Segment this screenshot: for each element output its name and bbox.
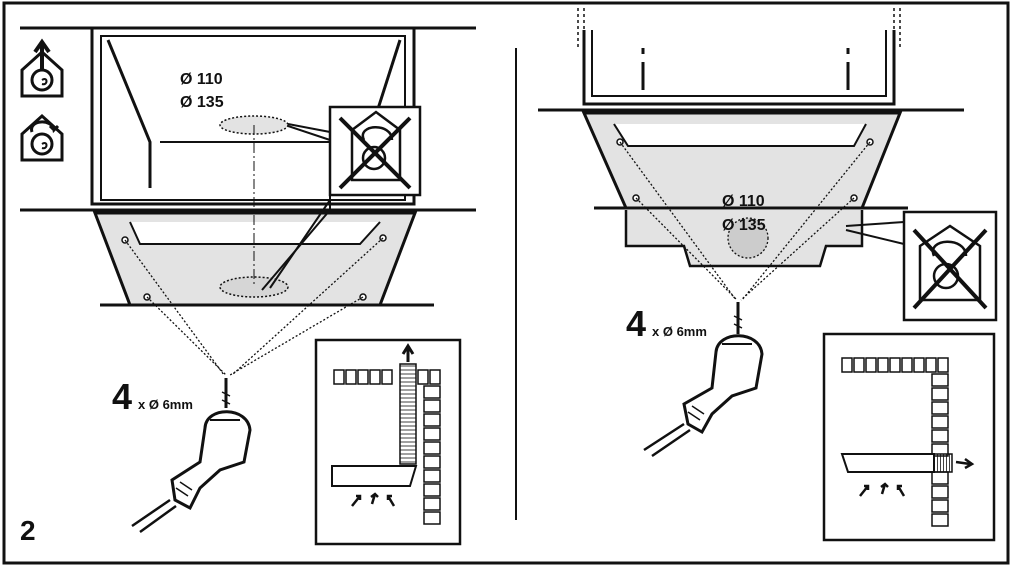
right-hole-count: 4: [626, 303, 646, 344]
left-hole-count: 4: [112, 376, 132, 417]
right-hole-size: x Ø 6mm: [652, 324, 707, 339]
drill-icon: [643, 302, 764, 458]
right-diameter-small: Ø 110: [722, 193, 765, 210]
right-diameter-large: Ø 135: [722, 217, 766, 234]
recirculation-icon: [20, 113, 64, 162]
ducted-extraction-icon: [20, 38, 64, 98]
left-diameter-large: Ø 135: [180, 94, 224, 111]
no-recirculation-icon: [845, 210, 998, 322]
left-diameter-small: Ø 110: [180, 71, 223, 88]
left-hole-size: x Ø 6mm: [138, 397, 193, 412]
no-recirculation-icon: [261, 105, 422, 291]
right-panel: 4 x Ø 6mm Ø 110 Ø 135: [538, 8, 998, 542]
left-ducted-inset: [314, 338, 462, 546]
right-ducted-inset: [822, 332, 996, 542]
left-panel: 4 x Ø 6mm Ø 110 Ø 135: [20, 26, 476, 546]
drill-icon: [131, 378, 252, 534]
step-number: 2: [20, 515, 36, 546]
